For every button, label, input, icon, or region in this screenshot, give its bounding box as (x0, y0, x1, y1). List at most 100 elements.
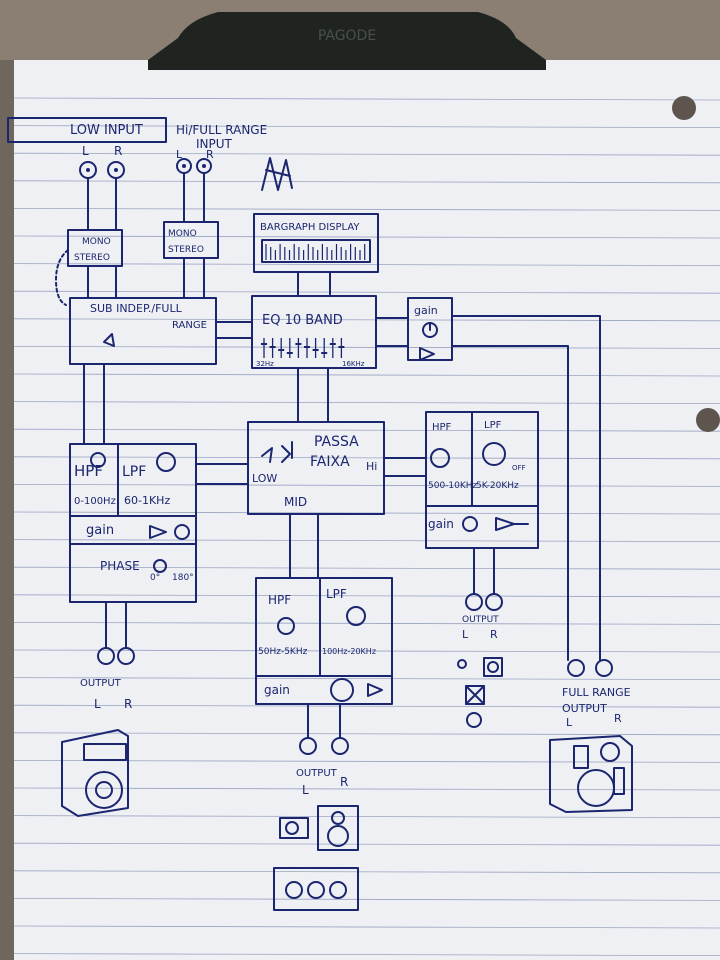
eq-fader (329, 338, 336, 358)
low-phase-0: 0° (150, 573, 160, 583)
amp-icon (367, 683, 383, 697)
jack-icon (485, 593, 503, 611)
ruled-line (13, 180, 720, 184)
mono-right-line1: MONO (168, 229, 197, 239)
ruled-line (13, 594, 720, 598)
speaker-icon (549, 735, 633, 813)
ruled-line (13, 152, 720, 156)
ruled-line (13, 677, 720, 680)
crossover-hi: Hi (366, 460, 377, 473)
jack-icon (79, 161, 97, 179)
crossover-line1: PASSA (314, 434, 359, 450)
low-gain-label: gain (86, 523, 114, 538)
knob-icon (330, 678, 354, 702)
eq-fader (321, 338, 328, 358)
jack-icon (567, 659, 585, 677)
low-input-l: L (82, 144, 89, 158)
ruled-line (13, 290, 720, 294)
amp-icon (419, 347, 435, 361)
low-lpf-range: 60-1KHz (124, 494, 170, 507)
knob-icon (422, 322, 438, 338)
full-range-line-r (451, 315, 601, 661)
full-range-line2: OUTPUT (562, 702, 607, 715)
eq-fader (278, 338, 285, 358)
jack-icon (97, 647, 115, 665)
knob-icon (90, 452, 106, 468)
eq-label: EQ 10 BAND (262, 313, 343, 328)
knob-icon (277, 617, 295, 635)
knob-icon (462, 516, 478, 532)
gain-top-block (407, 297, 453, 361)
jack-icon (299, 737, 317, 755)
ruled-line (13, 401, 720, 405)
eq-fader (295, 338, 302, 358)
mid-output-label: OUTPUT (296, 768, 338, 779)
crossover-line2: FAIXA (310, 454, 350, 470)
jack-icon (331, 737, 349, 755)
eq-10-band-block (251, 295, 377, 369)
bargraph-display (253, 213, 379, 273)
fader-icon (261, 338, 345, 358)
mid-gain-label: gain (264, 683, 290, 697)
knob-icon (156, 452, 176, 472)
hi-input-l: L (176, 148, 183, 161)
arrow-icon (103, 333, 115, 347)
knob-icon (346, 606, 366, 626)
low-output-label: OUTPUT (80, 678, 122, 689)
ruled-line (13, 456, 720, 460)
mid-lpf-range: 100Hz-20KHz (322, 647, 376, 656)
ruled-line (13, 207, 720, 211)
eq-fader (261, 338, 267, 358)
ruled-line (13, 815, 720, 818)
knob-icon (153, 559, 167, 573)
low-input-r: R (114, 144, 122, 158)
dashed-link (55, 249, 69, 306)
low-input-title: LOW INPUT (70, 123, 143, 138)
mid-output-r: R (340, 775, 348, 789)
low-module (69, 443, 197, 603)
hi-lpf-range: 5K-20KHz (476, 481, 519, 491)
hi-hpf-label: HPF (432, 422, 452, 433)
jack-icon (117, 647, 135, 665)
bargraph-bars (265, 244, 366, 260)
low-lpf-label: LPF (122, 464, 146, 480)
jack-icon (465, 593, 483, 611)
clip-brand: PAGODE (318, 28, 376, 44)
ruled-line (13, 953, 720, 956)
ruled-line (13, 235, 720, 239)
eq-fader (286, 338, 293, 358)
full-range-l: L (566, 716, 573, 729)
eq-fader (304, 338, 310, 358)
filter-curve-icon (261, 441, 293, 463)
ruled-line (13, 318, 720, 322)
eq-fader (312, 338, 319, 358)
bargraph-label: BARGRAPH DISPLAY (260, 222, 360, 233)
jack-icon (176, 158, 192, 174)
low-output-l: L (94, 697, 101, 711)
ruled-line (13, 898, 720, 901)
ruled-line (13, 732, 720, 736)
mono-stereo-left-box (67, 229, 123, 267)
eq-fader (338, 338, 345, 358)
sub-indep-block (69, 297, 217, 365)
hole-punch-icon (696, 408, 720, 432)
ruled-line (13, 622, 720, 625)
eq-high-freq: 16KHz (342, 360, 365, 368)
amp-icon (495, 517, 529, 531)
hole-punch-icon (672, 96, 696, 120)
knob-icon (482, 442, 506, 466)
ruled-line (13, 760, 720, 763)
mono-left-line1: MONO (82, 237, 111, 247)
eq-fader (269, 338, 276, 358)
ruled-line (13, 566, 720, 570)
ruled-line (13, 787, 720, 791)
hi-output-r: R (490, 628, 498, 641)
low-phase-180: 180° (172, 573, 194, 583)
gain-top-label: gain (414, 304, 438, 317)
ruled-line (13, 428, 720, 432)
ruled-line (13, 539, 720, 542)
knob-icon (430, 448, 450, 468)
ruled-line (13, 97, 720, 101)
mono-stereo-right-box (163, 221, 219, 259)
